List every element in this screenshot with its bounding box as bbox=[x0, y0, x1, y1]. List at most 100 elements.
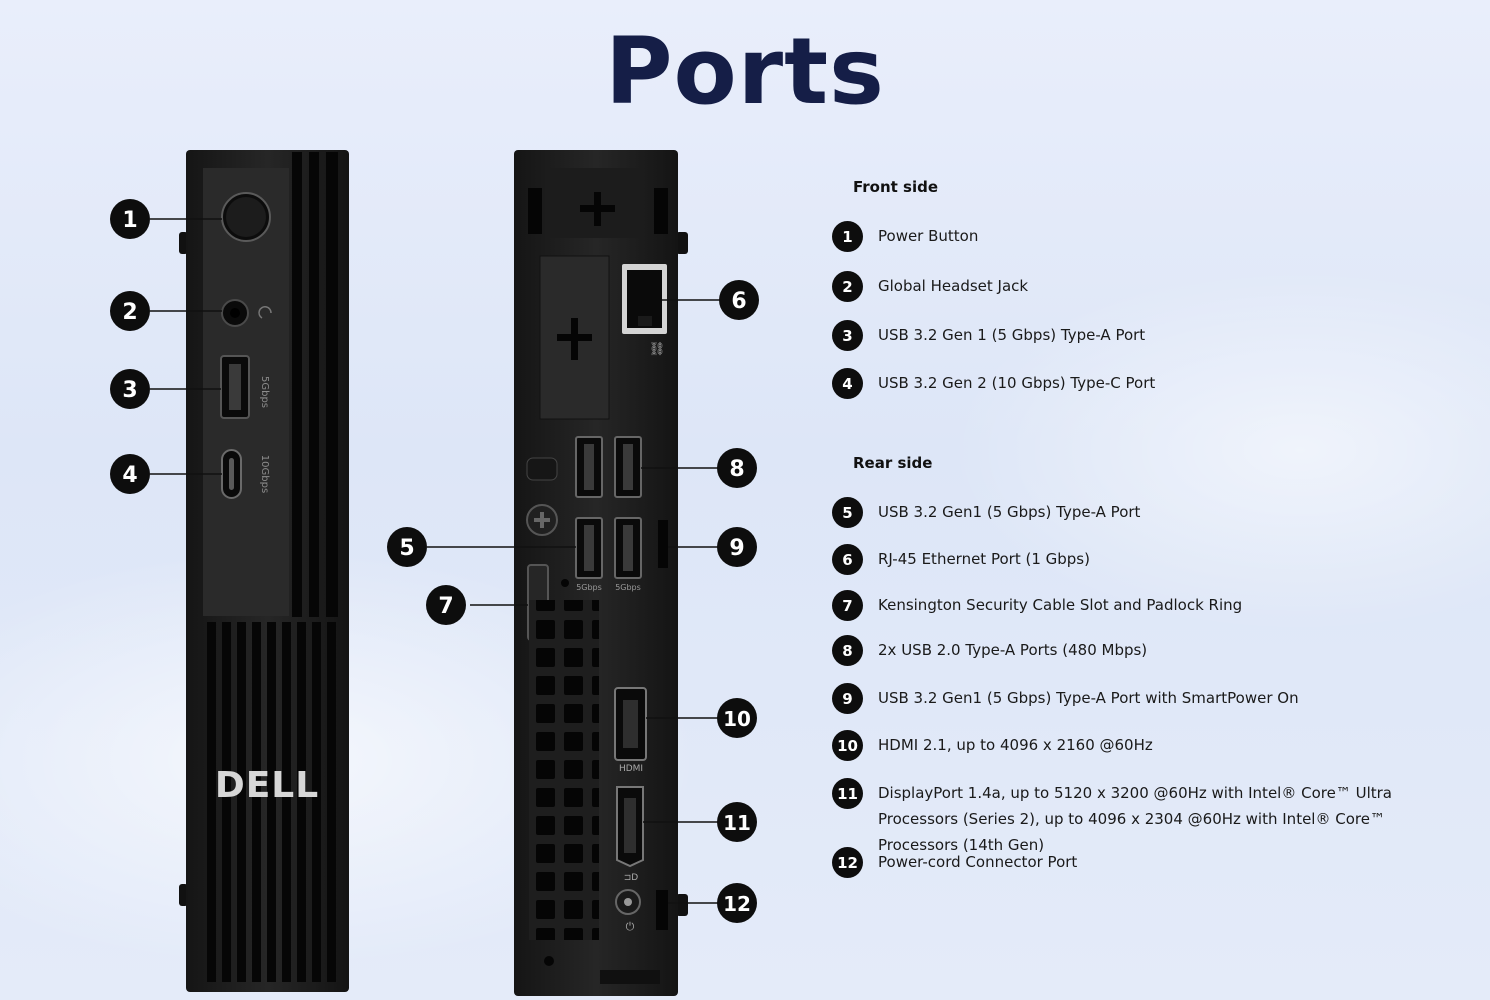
front-usb-a-speed-label: 5Gbps bbox=[259, 376, 270, 408]
legend-item-3: 3 USB 3.2 Gen 1 (5 Gbps) Type-A Port bbox=[832, 320, 1145, 351]
callout-12: 12 bbox=[717, 883, 757, 923]
legend-text-9: USB 3.2 Gen1 (5 Gbps) Type-A Port with S… bbox=[878, 689, 1299, 707]
legend-text-8: 2x USB 2.0 Type-A Ports (480 Mbps) bbox=[878, 641, 1148, 659]
legend-item-6: 6 RJ-45 Ethernet Port (1 Gbps) bbox=[832, 544, 1090, 575]
rear-bottom-slot bbox=[656, 890, 668, 930]
svg-text:10: 10 bbox=[723, 707, 751, 731]
headset-jack-icon bbox=[221, 299, 272, 327]
legend-text-5: USB 3.2 Gen1 (5 Gbps) Type-A Port bbox=[878, 503, 1141, 521]
front-foot-bottom bbox=[179, 884, 188, 906]
svg-text:9: 9 bbox=[729, 536, 744, 561]
legend-item-2: 2 Global Headset Jack bbox=[832, 271, 1028, 302]
rear-usb3-ports-icon bbox=[575, 517, 642, 579]
rear-top-bracket bbox=[528, 168, 668, 238]
legend-text-1: Power Button bbox=[878, 227, 979, 245]
power-plug-icon: ⏻ bbox=[626, 920, 635, 933]
callout-4: 4 bbox=[110, 454, 150, 494]
callout-6: 6 bbox=[719, 280, 759, 320]
legend-text-7: Kensington Security Cable Slot and Padlo… bbox=[878, 596, 1243, 614]
front-usb-c-port-icon bbox=[221, 449, 242, 499]
legend-badge-2: 2 bbox=[832, 271, 863, 302]
legend-item-8: 8 2x USB 2.0 Type-A Ports (480 Mbps) bbox=[832, 635, 1147, 666]
legend-badge-5: 5 bbox=[832, 497, 863, 528]
legend-item-11: 11 DisplayPort 1.4a, up to 5120 x 3200 @… bbox=[832, 778, 1453, 858]
power-jack-icon bbox=[615, 889, 641, 915]
displayport-port-icon bbox=[616, 786, 644, 868]
rear-screw-hole bbox=[544, 956, 554, 966]
displayport-symbol-icon: ⊐D bbox=[624, 873, 639, 883]
svg-text:12: 12 bbox=[723, 892, 751, 916]
callout-11: 11 bbox=[717, 802, 757, 842]
rear-expansion-panel bbox=[539, 255, 610, 420]
legend-item-5: 5 USB 3.2 Gen1 (5 Gbps) Type-A Port bbox=[832, 497, 1140, 528]
legend-badge-4: 4 bbox=[832, 368, 863, 399]
legend-text-3: USB 3.2 Gen 1 (5 Gbps) Type-A Port bbox=[878, 326, 1146, 344]
svg-text:3: 3 bbox=[122, 378, 137, 403]
legend-text-12: Power-cord Connector Port bbox=[878, 853, 1078, 871]
front-lower-vents bbox=[207, 622, 336, 982]
page-title: Ports bbox=[605, 18, 885, 125]
legend-badge-10: 10 bbox=[832, 730, 863, 761]
legend-badge-7: 7 bbox=[832, 590, 863, 621]
rear-bottom-tab bbox=[600, 970, 660, 984]
rear-foot-bottom bbox=[676, 894, 688, 916]
hdmi-label: HDMI bbox=[619, 764, 643, 774]
network-icon: ⛓ bbox=[649, 341, 666, 357]
callout-5: 5 bbox=[387, 527, 427, 567]
rear-usb2-ports-icon bbox=[575, 436, 642, 498]
front-top-vents bbox=[292, 152, 338, 617]
callout-1: 1 bbox=[110, 199, 150, 239]
legend-item-4: 4 USB 3.2 Gen 2 (10 Gbps) Type-C Port bbox=[832, 368, 1155, 399]
legend-badge-1: 1 bbox=[832, 221, 863, 252]
legend-badge-9: 9 bbox=[832, 683, 863, 714]
callout-9: 9 bbox=[717, 527, 757, 567]
svg-text:7: 7 bbox=[438, 594, 453, 619]
legend-item-7: 7 Kensington Security Cable Slot and Pad… bbox=[832, 590, 1242, 621]
cable-clip-icon bbox=[526, 457, 558, 536]
callout-lines bbox=[150, 218, 720, 904]
legend-text-11: DisplayPort 1.4a, up to 5120 x 3200 @60H… bbox=[878, 784, 1392, 854]
rear-side-slot bbox=[658, 520, 668, 568]
legend-text-2: Global Headset Jack bbox=[878, 277, 1029, 295]
svg-text:6: 6 bbox=[731, 289, 746, 314]
legend-text-4: USB 3.2 Gen 2 (10 Gbps) Type-C Port bbox=[878, 374, 1156, 392]
rear-usb-speed-label-left: 5Gbps bbox=[576, 583, 602, 592]
legend-badge-6: 6 bbox=[832, 544, 863, 575]
front-unit: 5Gbps 10Gbps DELL bbox=[179, 150, 349, 992]
front-side-heading: Front side bbox=[853, 178, 939, 196]
callout-8: 8 bbox=[717, 448, 757, 488]
front-usb-c-speed-label: 10Gbps bbox=[259, 455, 270, 493]
svg-text:11: 11 bbox=[723, 811, 751, 835]
callout-3: 3 bbox=[110, 369, 150, 409]
rear-side-heading: Rear side bbox=[853, 454, 933, 472]
svg-text:1: 1 bbox=[122, 208, 137, 233]
callout-10: 10 bbox=[717, 698, 757, 738]
legend-item-9: 9 USB 3.2 Gen1 (5 Gbps) Type-A Port with… bbox=[832, 683, 1299, 714]
hdmi-port-icon bbox=[614, 687, 647, 761]
legend-text-10: HDMI 2.1, up to 4096 x 2160 @60Hz bbox=[878, 736, 1153, 754]
dell-logo: DELL bbox=[215, 765, 319, 806]
front-usb-a-port-icon bbox=[220, 355, 250, 419]
front-foot-top bbox=[179, 232, 188, 254]
legend-item-1: 1 Power Button bbox=[832, 221, 978, 252]
legend-item-10: 10 HDMI 2.1, up to 4096 x 2160 @60Hz bbox=[832, 730, 1153, 761]
legend-item-12: 12 Power-cord Connector Port bbox=[832, 847, 1077, 878]
legend-badge-12: 12 bbox=[832, 847, 863, 878]
svg-text:8: 8 bbox=[729, 457, 744, 482]
svg-text:4: 4 bbox=[122, 463, 137, 488]
callout-7: 7 bbox=[426, 585, 466, 625]
svg-text:5: 5 bbox=[399, 536, 414, 561]
legend-badge-3: 3 bbox=[832, 320, 863, 351]
legend-badge-11: 11 bbox=[832, 778, 863, 809]
callout-2: 2 bbox=[110, 291, 150, 331]
svg-text:2: 2 bbox=[122, 300, 137, 325]
power-button-icon bbox=[221, 192, 271, 242]
rear-usb-speed-label-right: 5Gbps bbox=[615, 583, 641, 592]
rear-unit: ⛓ 5Gbps 5Gbps bbox=[514, 150, 688, 996]
legend-badge-8: 8 bbox=[832, 635, 863, 666]
legend-text-6: RJ-45 Ethernet Port (1 Gbps) bbox=[878, 550, 1090, 568]
rear-foot-top bbox=[676, 232, 688, 254]
rj45-port-icon bbox=[622, 264, 667, 334]
rear-grill bbox=[529, 600, 599, 940]
